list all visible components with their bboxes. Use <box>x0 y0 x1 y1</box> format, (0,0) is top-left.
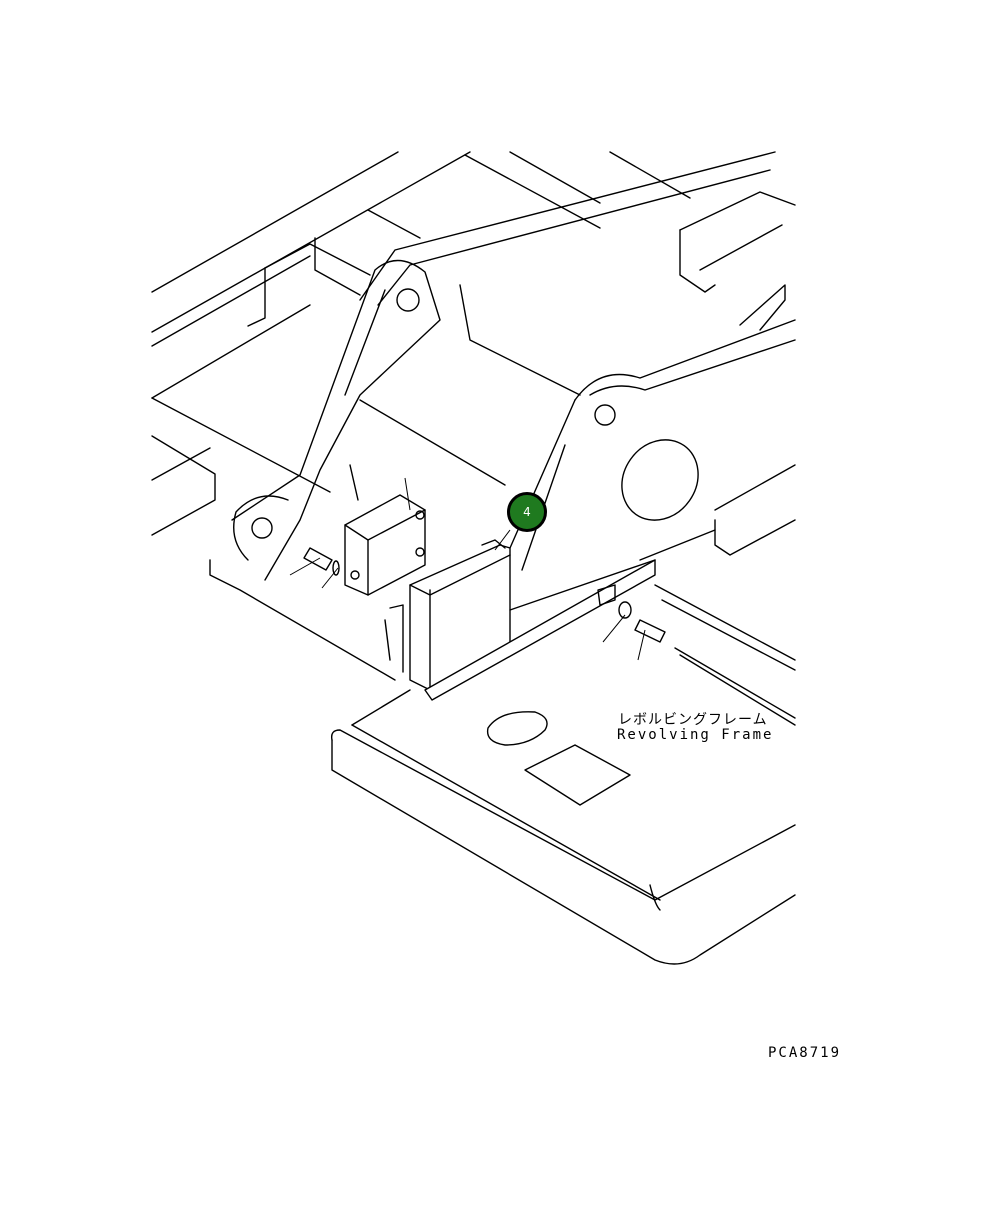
frame-label-japanese: レボルビングフレーム <box>618 712 768 728</box>
drawing-code: PCA8719 <box>768 1045 842 1061</box>
callout-badge-4[interactable]: 4 <box>507 492 547 532</box>
frame-label-english: Revolving Frame <box>617 727 774 743</box>
revolving-frame-linework <box>151 151 796 965</box>
